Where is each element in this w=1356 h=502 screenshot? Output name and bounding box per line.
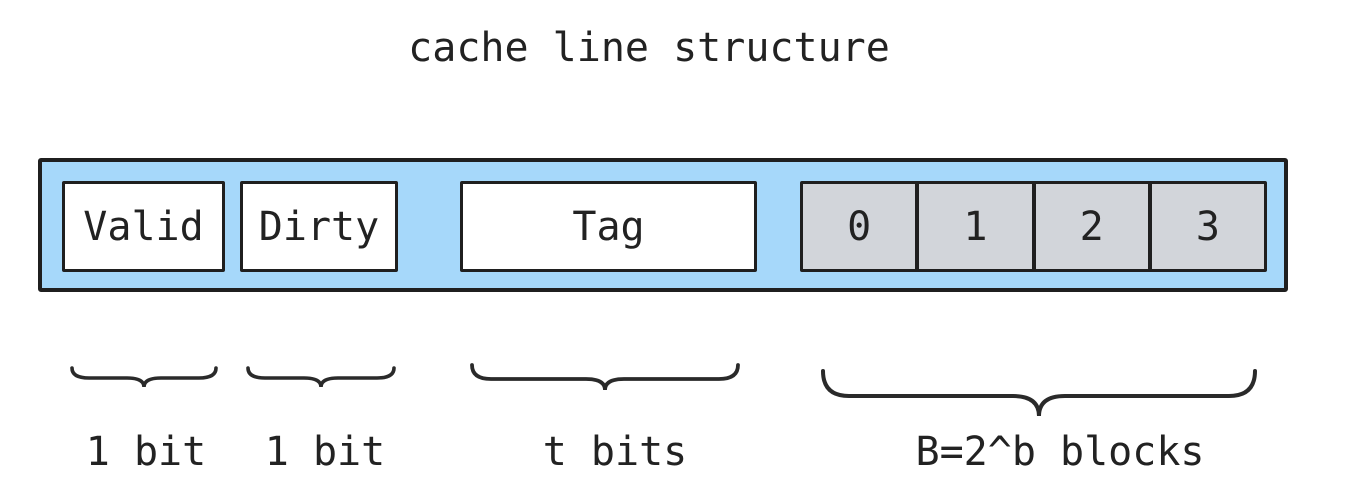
tag-size-label: t bits [542,429,688,475]
block-cell-2: 2 [1031,184,1148,269]
block-cell-3: 3 [1147,184,1264,269]
valid-size-label: 1 bit [85,429,207,475]
dirty-field-box: Dirty [240,181,398,272]
blocks-underbrace-shape [820,366,1258,420]
valid-underbrace-shape [70,364,218,390]
block-cell-1: 1 [915,184,1032,269]
diagram-title: cache line structure [408,25,890,71]
tag-underbrace-shape [470,361,740,394]
block-cell-0: 0 [803,184,916,269]
tag-field-box: Tag [460,181,757,272]
blocks-size-label: B=2^b blocks [915,429,1205,475]
data-blocks-group: 0 1 2 3 [800,181,1267,272]
valid-field-box: Valid [62,181,225,272]
dirty-underbrace-shape [246,364,396,390]
dirty-size-label: 1 bit [264,429,386,475]
